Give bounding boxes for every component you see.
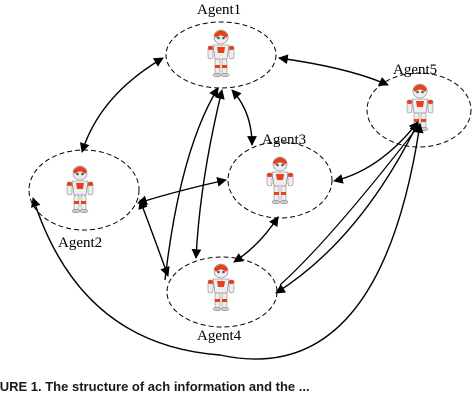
edge-agent4-agent5 (275, 122, 419, 294)
agent2-robot-icon (66, 165, 94, 214)
figure-caption: IGURE 1. The structure of ach informatio… (0, 379, 310, 394)
agent4-robot-icon (207, 263, 235, 312)
agent2-label: Agent2 (58, 235, 103, 251)
edge-agent1-agent3 (231, 89, 257, 146)
edge-agent4-agent1-cross (164, 87, 219, 281)
agent3-robot-icon (266, 156, 294, 205)
agent4-label: Agent4 (197, 328, 242, 344)
agent5-robot-icon (406, 83, 434, 132)
agent3-label: Agent3 (262, 132, 307, 148)
edge-agent1-agent2 (79, 57, 164, 153)
edge-agent1-agent5-lower (279, 123, 421, 286)
edge-agent5-agent2 (31, 123, 424, 360)
edge-agent2-agent4 (138, 199, 170, 277)
edge-agent1-agent5 (278, 54, 389, 86)
edge-agent3-agent5 (333, 121, 419, 184)
agent1-label: Agent1 (197, 2, 242, 18)
edge-agent1-agent4 (191, 89, 225, 259)
agent5-label: Agent5 (393, 62, 438, 78)
agent1-node (165, 21, 277, 89)
agent1-robot-icon (207, 29, 235, 78)
edge-agent3-agent4 (233, 216, 279, 263)
agent5-node (366, 72, 472, 148)
